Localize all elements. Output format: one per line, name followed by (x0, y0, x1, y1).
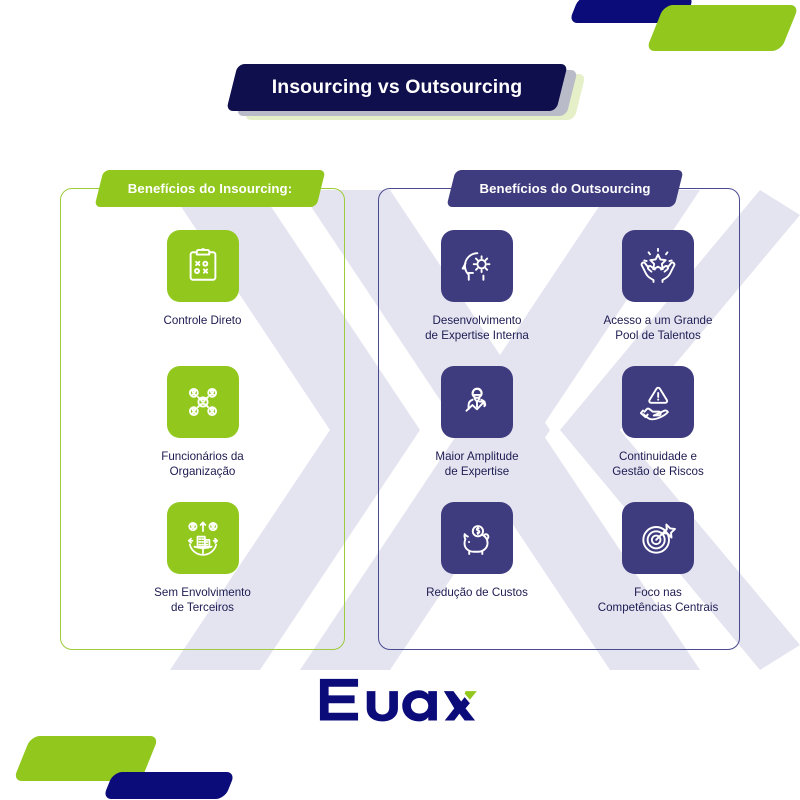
hand-warning-icon (622, 366, 694, 438)
list-item: Desenvolvimento de Expertise Interna (392, 230, 562, 366)
list-item: Continuidade e Gestão de Riscos (573, 366, 743, 502)
list-item-label: Foco nas Competências Centrais (597, 586, 719, 614)
list-item: Acesso a um Grande Pool de Talentos (573, 230, 743, 366)
euax-logo-mark (320, 678, 478, 722)
list-item-label: Continuidade e Gestão de Riscos (612, 450, 704, 478)
outsourcing-header-label: Benefícios do Outsourcing (479, 181, 651, 196)
outsourcing-header: Benefícios do Outsourcing (446, 170, 684, 207)
outsourcing-item-list-left: Desenvolvimento de Expertise Interna Mai… (392, 230, 562, 638)
person-growth-arrow-icon (441, 366, 513, 438)
title-banner: Insourcing vs Outsourcing (226, 64, 586, 122)
list-item: Foco nas Competências Centrais (573, 502, 743, 638)
insourcing-header-label: Benefícios do Insourcing: (127, 181, 293, 196)
list-item-label: Sem Envolvimento de Terceiros (154, 586, 251, 614)
corner-decoration-bottom-left (0, 736, 240, 800)
list-item: Maior Amplitude de Expertise (392, 366, 562, 502)
list-item-label: Maior Amplitude de Expertise (435, 450, 519, 478)
corner-decoration-top-right (560, 0, 800, 60)
head-gear-icon (441, 230, 513, 302)
list-item-label: Funcionários da Organização (161, 450, 244, 478)
insourcing-header: Benefícios do Insourcing: (94, 170, 326, 207)
list-item-label: Desenvolvimento de Expertise Interna (425, 314, 529, 342)
list-item: Funcionários da Organização (60, 366, 345, 502)
list-item: Redução de Custos (392, 502, 562, 638)
corner-shape-navy (102, 772, 236, 799)
corner-shape-green (645, 5, 800, 51)
people-network-icon (166, 366, 239, 438)
hands-star-icon (622, 230, 694, 302)
list-item: Sem Envolvimento de Terceiros (60, 502, 345, 638)
list-item-label: Controle Direto (163, 314, 242, 327)
list-item: Controle Direto (60, 230, 345, 366)
list-item-label: Acesso a um Grande Pool de Talentos (603, 314, 713, 342)
clipboard-checklist-icon (166, 230, 239, 302)
outsourcing-item-list-right: Acesso a um Grande Pool de Talentos Cont… (573, 230, 743, 638)
piggy-bank-icon (441, 502, 513, 574)
target-arrow-icon (622, 502, 694, 574)
page-title: Insourcing vs Outsourcing (271, 76, 523, 98)
list-item-label: Redução de Custos (426, 586, 528, 599)
globe-buildings-people-icon (166, 502, 239, 574)
insourcing-item-list: Controle Direto Funcionários da Organiza… (60, 230, 345, 638)
euax-logo (0, 672, 800, 724)
